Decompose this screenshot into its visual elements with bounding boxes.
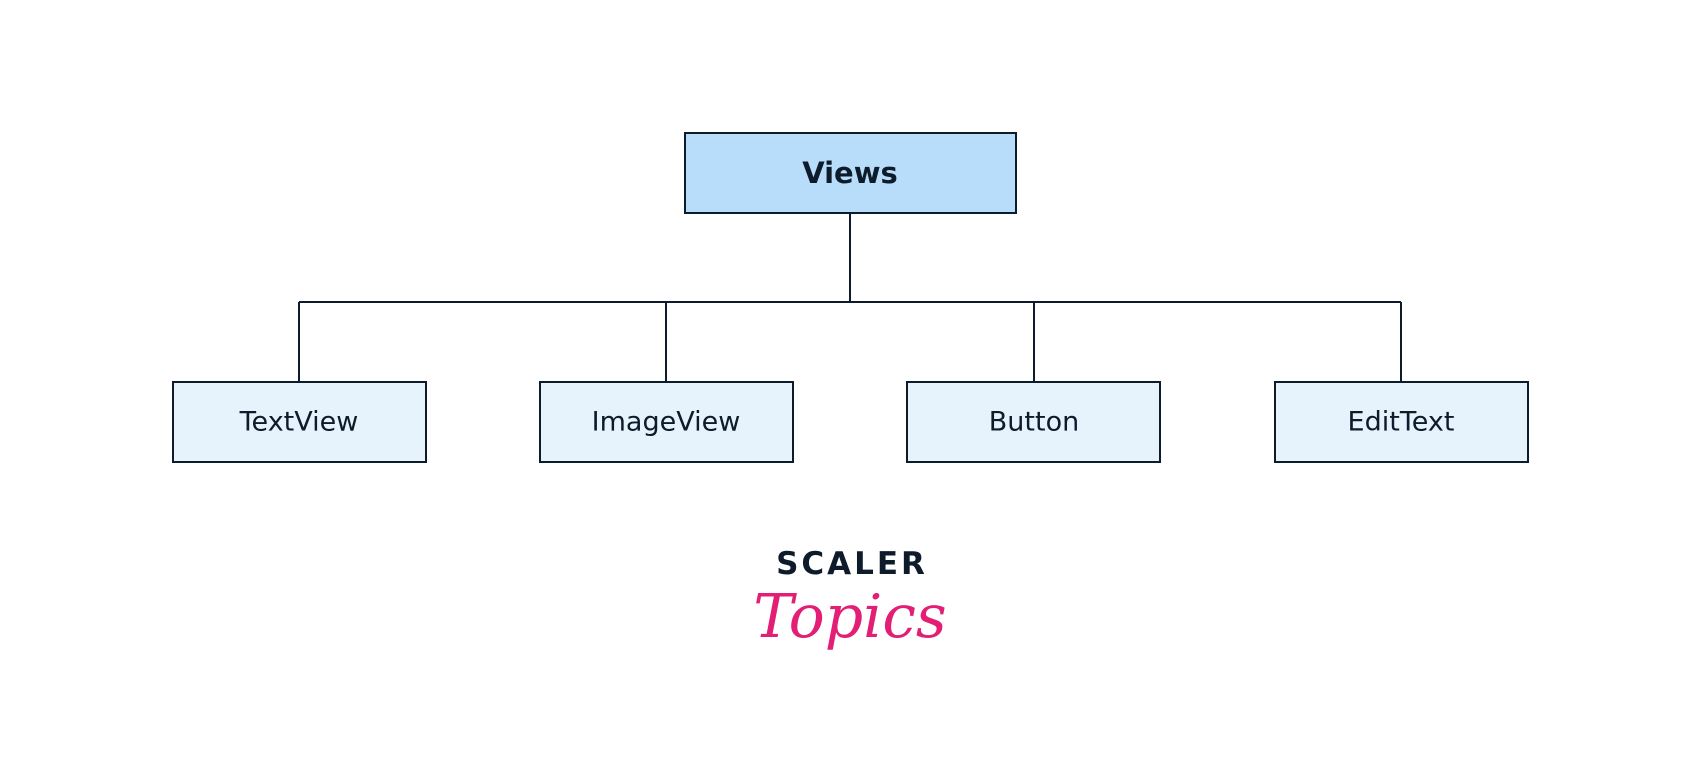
child-node-label: EditText: [1348, 407, 1455, 438]
child-node-box: [906, 381, 1161, 463]
child-node-textview: TextView: [172, 381, 427, 463]
child-node-box: [172, 381, 427, 463]
child-node-label: ImageView: [592, 407, 741, 438]
root-node-label: Views: [802, 156, 898, 190]
child-node-label: TextView: [239, 407, 359, 438]
child-node-box: [1274, 381, 1529, 463]
scaler-topics-logo: SCALER Topics: [753, 546, 946, 652]
child-node-button: Button: [906, 381, 1161, 463]
root-node-views: Views: [684, 132, 1017, 214]
connector-lines: [298, 213, 1402, 382]
child-node-edittext: EditText: [1274, 381, 1529, 463]
child-node-label: Button: [989, 407, 1079, 438]
logo-topics-text: Topics: [753, 582, 946, 652]
child-node-imageview: ImageView: [539, 381, 794, 463]
child-node-box: [539, 381, 794, 463]
logo-scaler-text: SCALER: [776, 546, 928, 582]
root-node-box: [684, 132, 1017, 214]
